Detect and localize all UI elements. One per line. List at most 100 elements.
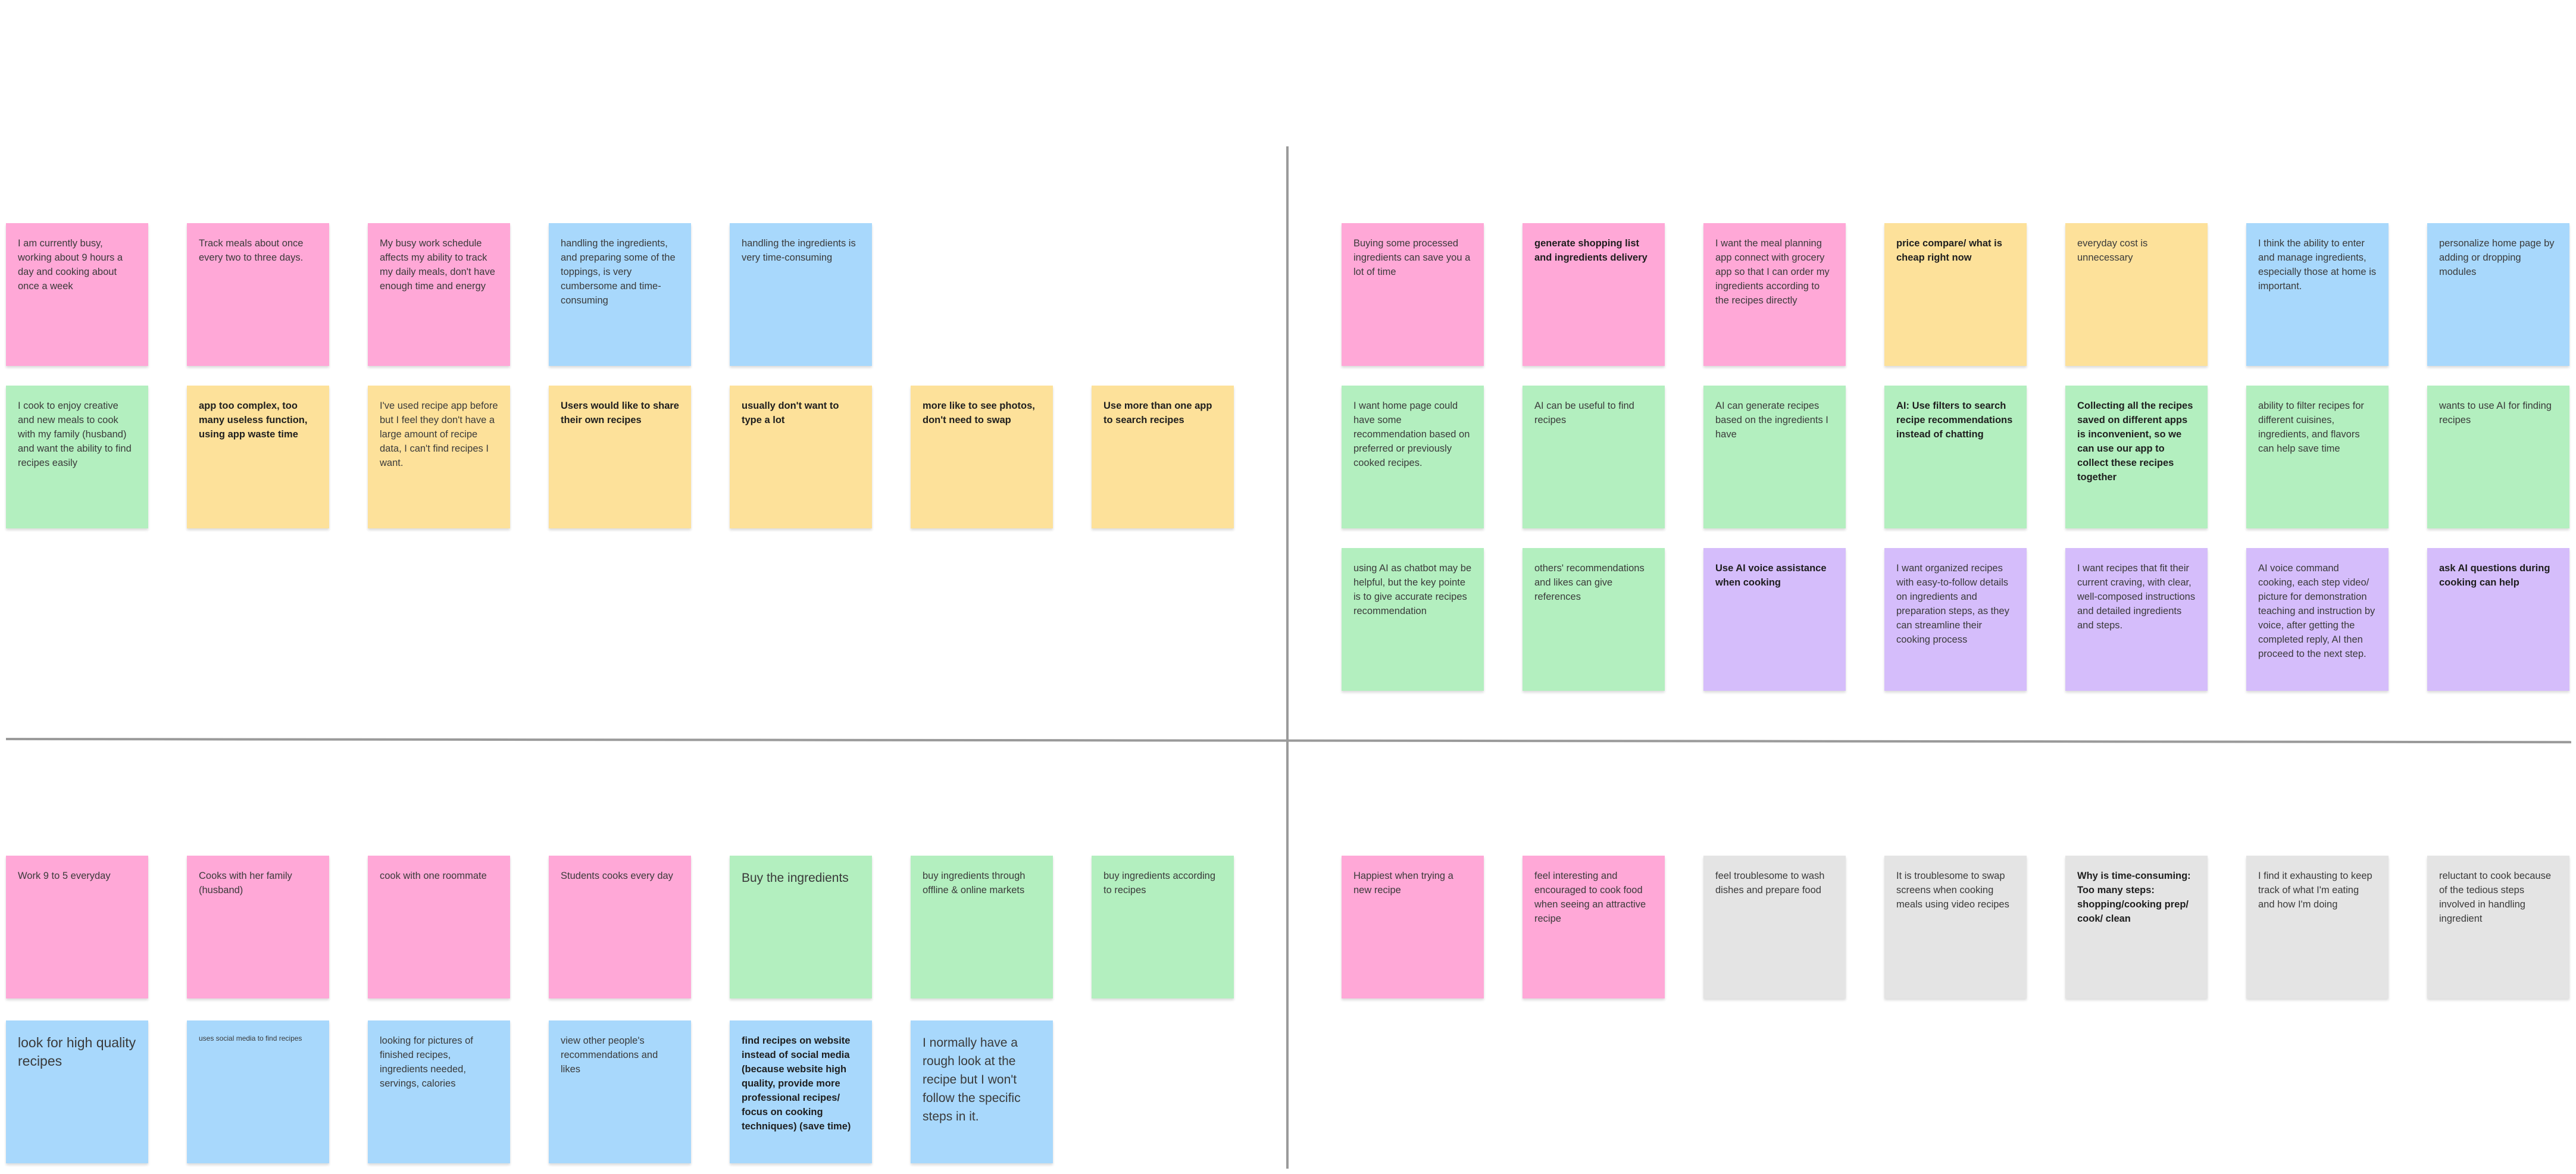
sticky-note[interactable]: price compare/ what is cheap right now <box>1884 223 2027 366</box>
sticky-note[interactable]: view other people's recommendations and … <box>549 1020 691 1163</box>
sticky-note[interactable]: feel interesting and encouraged to cook … <box>1523 856 1665 998</box>
note-text: feel interesting and encouraged to cook … <box>1534 871 1646 924</box>
sticky-note[interactable]: buy ingredients through offline & online… <box>911 856 1053 998</box>
sticky-note[interactable]: look for high quality recipes <box>6 1020 148 1163</box>
note-text: Use AI voice assistance when cooking <box>1715 563 1827 588</box>
note-text: app too complex, too many useless functi… <box>199 400 308 440</box>
note-text: cook with one roommate <box>380 871 487 881</box>
note-text: Buy the ingredients <box>742 871 849 885</box>
sticky-note[interactable]: AI voice command cooking, each step vide… <box>2246 548 2389 691</box>
sticky-note[interactable]: I think the ability to enter and manage … <box>2246 223 2389 366</box>
sticky-note[interactable]: wants to use AI for finding recipes <box>2427 386 2569 528</box>
sticky-note[interactable]: personalize home page by adding or dropp… <box>2427 223 2569 366</box>
sticky-note[interactable]: everyday cost is unnecessary <box>2065 223 2208 366</box>
sticky-note[interactable]: I cook to enjoy creative and new meals t… <box>6 386 148 528</box>
sticky-note[interactable]: reluctant to cook because of the tedious… <box>2427 856 2569 998</box>
sticky-note[interactable]: Buy the ingredients <box>730 856 872 998</box>
sticky-note[interactable]: Track meals about once every two to thre… <box>187 223 329 366</box>
sticky-note[interactable]: Use more than one app to search recipes <box>1092 386 1234 528</box>
sticky-note[interactable]: more like to see photos, don't need to s… <box>911 386 1053 528</box>
sticky-note[interactable]: uses social media to find recipes <box>187 1020 329 1163</box>
note-text: I find it exhausting to keep track of wh… <box>2258 871 2372 910</box>
note-text: Collecting all the recipes saved on diff… <box>2077 400 2193 483</box>
sticky-note[interactable]: I find it exhausting to keep track of wh… <box>2246 856 2389 998</box>
note-text: buy ingredients through offline & online… <box>923 871 1026 896</box>
sticky-note[interactable]: Cooks with her family (husband) <box>187 856 329 998</box>
note-text: feel troublesome to wash dishes and prep… <box>1715 871 1825 896</box>
note-text: Cooks with her family (husband) <box>199 871 292 896</box>
note-text: others' recommendations and likes can gi… <box>1534 563 1645 602</box>
note-text: I want home page could have some recomme… <box>1353 400 1470 468</box>
note-text: My busy work schedule affects my ability… <box>380 238 495 292</box>
vertical-divider <box>1286 146 1289 1169</box>
sticky-note[interactable]: I normally have a rough look at the reci… <box>911 1020 1053 1163</box>
sticky-note[interactable]: feel troublesome to wash dishes and prep… <box>1703 856 1846 998</box>
note-text: AI: Use filters to search recipe recomme… <box>1896 400 2013 440</box>
note-text: I am currently busy, working about 9 hou… <box>18 238 123 292</box>
note-text: AI can be useful to find recipes <box>1534 400 1634 425</box>
note-text: handling the ingredients is very time-co… <box>742 238 856 263</box>
sticky-note[interactable]: Use AI voice assistance when cooking <box>1703 548 1846 691</box>
sticky-note[interactable]: My busy work schedule affects my ability… <box>368 223 510 366</box>
note-text: I normally have a rough look at the reci… <box>923 1036 1021 1123</box>
sticky-note[interactable]: ability to filter recipes for different … <box>2246 386 2389 528</box>
note-text: using AI as chatbot may be helpful, but … <box>1353 563 1472 616</box>
sticky-note[interactable]: handling the ingredients is very time-co… <box>730 223 872 366</box>
sticky-note[interactable]: app too complex, too many useless functi… <box>187 386 329 528</box>
sticky-note[interactable]: AI can be useful to find recipes <box>1523 386 1665 528</box>
note-text: AI voice command cooking, each step vide… <box>2258 563 2375 659</box>
note-text: I want recipes that fit their current cr… <box>2077 563 2196 631</box>
note-text: Buying some processed ingredients can sa… <box>1353 238 1471 277</box>
sticky-note[interactable]: AI: Use filters to search recipe recomme… <box>1884 386 2027 528</box>
sticky-note[interactable]: using AI as chatbot may be helpful, but … <box>1342 548 1484 691</box>
note-text: generate shopping list and ingredients d… <box>1534 238 1647 263</box>
note-text: ability to filter recipes for different … <box>2258 400 2364 454</box>
note-text: Track meals about once every two to thre… <box>199 238 304 263</box>
sticky-note[interactable]: cook with one roommate <box>368 856 510 998</box>
note-text: AI can generate recipes based on the ing… <box>1715 400 1828 440</box>
note-text: Students cooks every day <box>561 871 673 881</box>
note-text: Happiest when trying a new recipe <box>1353 871 1453 896</box>
sticky-note[interactable]: I want the meal planning app connect wit… <box>1703 223 1846 366</box>
note-text: It is troublesome to swap screens when c… <box>1896 871 2009 910</box>
note-text: I think the ability to enter and manage … <box>2258 238 2377 292</box>
note-text: Work 9 to 5 everyday <box>18 871 111 881</box>
note-text: reluctant to cook because of the tedious… <box>2439 871 2552 924</box>
sticky-note[interactable]: buy ingredients according to recipes <box>1092 856 1234 998</box>
note-text: handling the ingredients, and preparing … <box>561 238 676 306</box>
note-text: everyday cost is unnecessary <box>2077 238 2148 263</box>
sticky-note[interactable]: Why is time-consuming: Too many steps: s… <box>2065 856 2208 998</box>
sticky-note[interactable]: usually don't want to type a lot <box>730 386 872 528</box>
sticky-note[interactable]: Buying some processed ingredients can sa… <box>1342 223 1484 366</box>
note-text: looking for pictures of finished recipes… <box>380 1035 473 1089</box>
sticky-note[interactable]: handling the ingredients, and preparing … <box>549 223 691 366</box>
sticky-note[interactable]: ask AI questions during cooking can help <box>2427 548 2569 691</box>
note-text: look for high quality recipes <box>18 1035 136 1069</box>
note-text: Users would like to share their own reci… <box>561 400 679 425</box>
sticky-note[interactable]: find recipes on website instead of socia… <box>730 1020 872 1163</box>
sticky-note[interactable]: Users would like to share their own reci… <box>549 386 691 528</box>
note-text: I cook to enjoy creative and new meals t… <box>18 400 132 468</box>
sticky-note[interactable]: others' recommendations and likes can gi… <box>1523 548 1665 691</box>
sticky-note[interactable]: I've used recipe app before but I feel t… <box>368 386 510 528</box>
sticky-note[interactable]: I am currently busy, working about 9 hou… <box>6 223 148 366</box>
sticky-note[interactable]: Happiest when trying a new recipe <box>1342 856 1484 998</box>
sticky-note[interactable]: I want recipes that fit their current cr… <box>2065 548 2208 691</box>
note-text: buy ingredients according to recipes <box>1103 871 1216 896</box>
note-text: Use more than one app to search recipes <box>1103 400 1212 425</box>
sticky-note[interactable]: Work 9 to 5 everyday <box>6 856 148 998</box>
sticky-note[interactable]: Collecting all the recipes saved on diff… <box>2065 386 2208 528</box>
sticky-note[interactable]: Students cooks every day <box>549 856 691 998</box>
sticky-note[interactable]: generate shopping list and ingredients d… <box>1523 223 1665 366</box>
note-text: usually don't want to type a lot <box>742 400 839 425</box>
note-text: I want the meal planning app connect wit… <box>1715 238 1830 306</box>
sticky-note[interactable]: looking for pictures of finished recipes… <box>368 1020 510 1163</box>
sticky-note[interactable]: I want home page could have some recomme… <box>1342 386 1484 528</box>
note-text: view other people's recommendations and … <box>561 1035 658 1075</box>
sticky-note[interactable]: I want organized recipes with easy-to-fo… <box>1884 548 2027 691</box>
sticky-note[interactable]: AI can generate recipes based on the ing… <box>1703 386 1846 528</box>
note-text: wants to use AI for finding recipes <box>2439 400 2552 425</box>
note-text: uses social media to find recipes <box>199 1034 302 1042</box>
sticky-note[interactable]: It is troublesome to swap screens when c… <box>1884 856 2027 998</box>
